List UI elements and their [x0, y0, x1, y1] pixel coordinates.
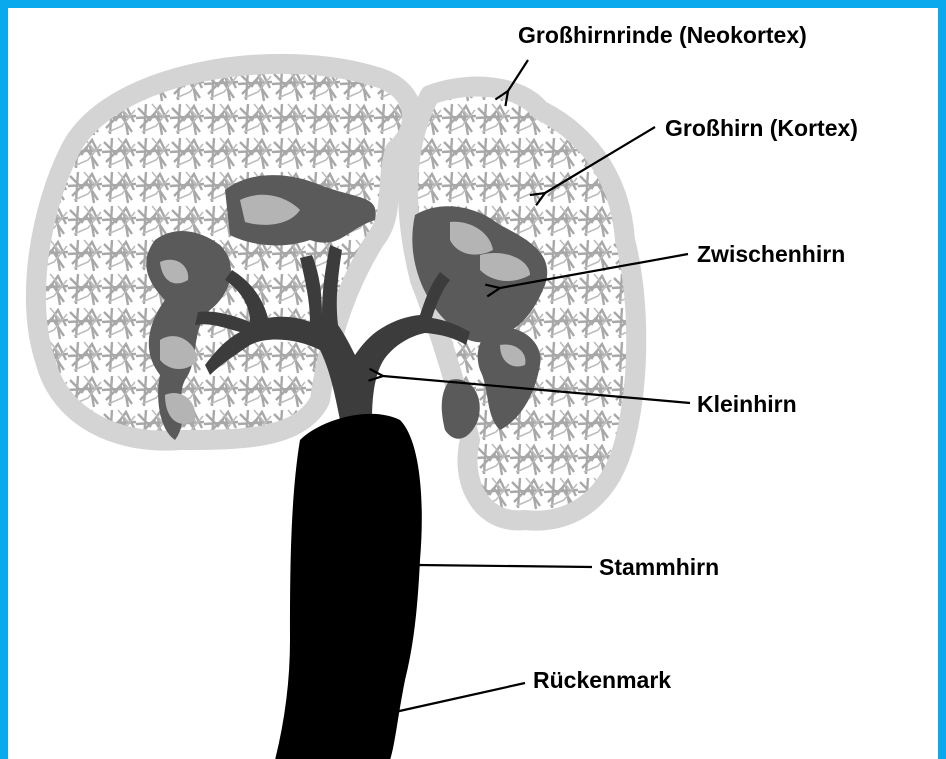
label-neocortex: Großhirnrinde (Neokortex): [518, 22, 807, 48]
brainstem: [275, 414, 422, 759]
label-diencephalon: Zwischenhirn: [697, 241, 845, 267]
label-brainstem: Stammhirn: [599, 554, 719, 580]
brain-diagram: Großhirnrinde (Neokortex) Großhirn (Kort…: [8, 8, 938, 759]
leader-spinal-cord: [395, 683, 525, 712]
leader-brainstem: [418, 565, 592, 567]
diagram-canvas: Großhirnrinde (Neokortex) Großhirn (Kort…: [8, 8, 938, 759]
label-spinal-cord: Rückenmark: [533, 667, 671, 693]
label-cerebellum: Kleinhirn: [697, 391, 797, 417]
label-cortex: Großhirn (Kortex): [665, 115, 858, 141]
